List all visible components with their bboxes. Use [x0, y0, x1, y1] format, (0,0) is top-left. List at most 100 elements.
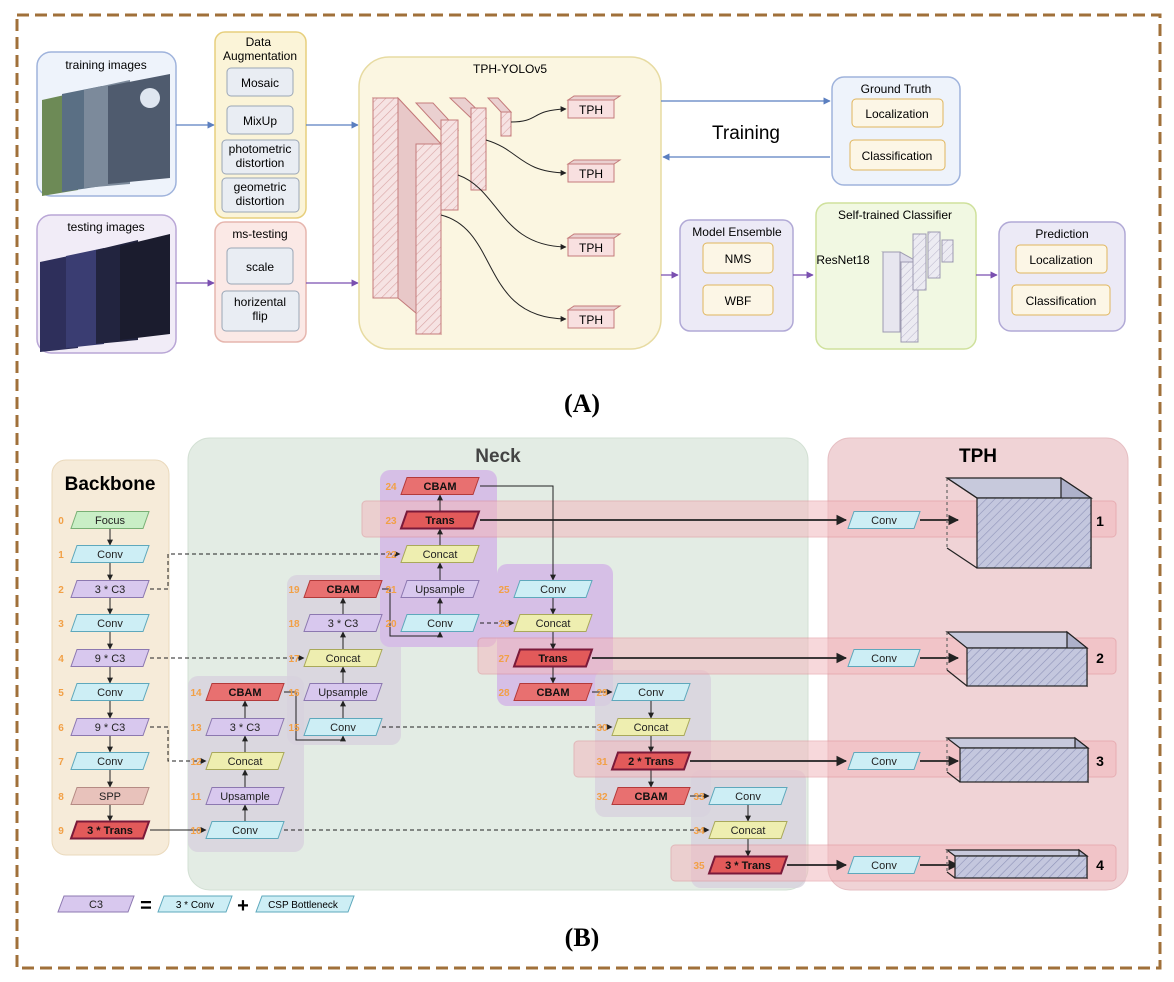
block-shape [303, 614, 383, 632]
block-label: Conv [232, 825, 258, 837]
block-label: Conv [427, 618, 453, 630]
block-label: 3 * C3 [230, 722, 261, 734]
block-upsample: Upsample 11 [191, 787, 285, 805]
block-number: 23 [385, 516, 397, 527]
block-conv: Conv 7 [58, 752, 150, 770]
block-label: Conv [97, 618, 123, 630]
head-number-3: 3 [1096, 753, 1104, 769]
block-label: Upsample [220, 791, 270, 803]
neck-connections [107, 485, 960, 871]
block-conv: Conv 20 [385, 614, 480, 632]
ens-nms: NMS [725, 252, 752, 266]
block-label: Conv [97, 549, 123, 561]
classifier-feature-maps [881, 231, 954, 343]
block-number: 4 [58, 654, 64, 665]
model-ensemble-title: Model Ensemble [692, 225, 782, 239]
block-shape [205, 683, 285, 701]
block-number: 22 [385, 550, 397, 561]
block-3-c3: 3 * C32 [58, 580, 150, 598]
block-label: Conv [97, 687, 123, 699]
block-label: Conv [540, 584, 566, 596]
block-shape [303, 718, 383, 736]
block-number: 30 [596, 723, 608, 734]
block-shape [70, 580, 150, 598]
block-conv: Conv [847, 649, 921, 667]
caption-b: (B) [565, 923, 600, 952]
block-shape [205, 787, 285, 805]
block-shape [70, 649, 150, 667]
block-number: 20 [385, 619, 397, 630]
pred-classification: Classification [1026, 294, 1097, 308]
testing-images-box: testing images [36, 214, 177, 354]
block-number: 35 [693, 861, 705, 872]
gt-classification: Classification [862, 149, 933, 163]
tph-title: TPH [959, 446, 997, 467]
block-label: Conv [871, 860, 897, 872]
block-shape [708, 787, 788, 805]
legend-plus: + [237, 895, 249, 917]
legend-csp: CSP Bottleneck [268, 900, 339, 911]
block-number: 34 [693, 826, 705, 837]
block-shape [610, 751, 692, 771]
training-label: Training [712, 123, 780, 144]
block-label: CBAM [229, 687, 262, 699]
block-label: Concat [228, 756, 263, 768]
block-number: 11 [191, 792, 202, 803]
block-shape [847, 649, 921, 667]
block-shape [205, 821, 285, 839]
block-9-c3: 9 * C34 [58, 649, 150, 667]
block-shape [513, 580, 593, 598]
block-number: 19 [288, 585, 300, 596]
block-shape [303, 580, 383, 598]
block-conv: Conv 10 [190, 821, 285, 839]
block-shape [847, 752, 921, 770]
ens-wbf: WBF [725, 294, 752, 308]
block-label: CBAM [635, 791, 668, 803]
block-number: 7 [58, 757, 64, 768]
block-number: 27 [498, 654, 510, 665]
connection-line [284, 691, 346, 742]
block-shape [707, 855, 789, 875]
block-conv: Conv 3 [58, 614, 150, 632]
model-ensemble-box: Model Ensemble NMS WBF [679, 219, 794, 332]
block-shape [70, 683, 150, 701]
block-number: 3 [58, 619, 64, 630]
block-9-c3: 9 * C36 [58, 718, 150, 736]
legend-c3: C3 [89, 899, 103, 911]
block-shape [847, 511, 921, 529]
block-shape [70, 752, 150, 770]
block-number: 9 [58, 826, 64, 837]
block-number: 33 [693, 792, 705, 803]
block-shape [205, 718, 285, 736]
tph-head-2: TPH [579, 167, 603, 181]
block-shape [205, 752, 285, 770]
block-shape [400, 477, 480, 495]
block-shape [70, 787, 150, 805]
feature-map-stack [371, 96, 513, 336]
data-augmentation-box: Data Augmentation Mosaic MixUp photometr… [214, 31, 307, 219]
prediction-title: Prediction [1035, 227, 1088, 241]
block-number: 29 [596, 688, 608, 699]
block-label: Conv [97, 756, 123, 768]
block-shape [399, 510, 481, 530]
block-number: 17 [288, 654, 300, 665]
block-label: 3 * C3 [328, 618, 359, 630]
block-number: 10 [190, 826, 202, 837]
block-number: 28 [498, 688, 510, 699]
block-number: 14 [190, 688, 202, 699]
